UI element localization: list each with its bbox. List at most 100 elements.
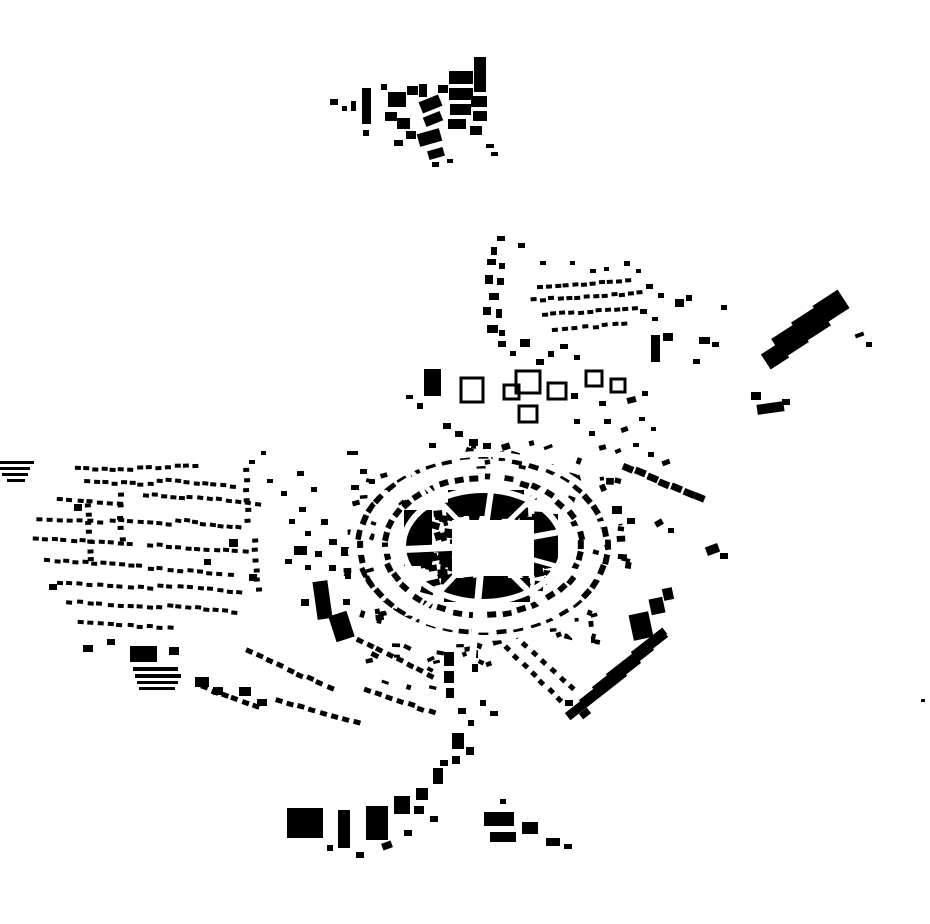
building bbox=[193, 481, 200, 486]
building bbox=[359, 514, 370, 526]
building bbox=[539, 658, 548, 666]
building bbox=[305, 565, 311, 570]
building bbox=[455, 431, 463, 437]
building bbox=[359, 610, 366, 619]
building bbox=[546, 838, 560, 846]
building bbox=[249, 574, 257, 581]
building bbox=[572, 282, 579, 287]
building bbox=[577, 540, 584, 550]
building bbox=[452, 733, 464, 749]
building bbox=[177, 568, 184, 574]
building bbox=[117, 467, 124, 472]
building bbox=[574, 419, 580, 424]
building bbox=[510, 351, 516, 356]
building bbox=[285, 559, 292, 564]
building bbox=[63, 558, 70, 563]
building bbox=[177, 584, 184, 589]
building bbox=[297, 471, 304, 476]
building bbox=[204, 559, 211, 565]
building bbox=[686, 295, 692, 301]
building bbox=[327, 845, 333, 851]
building bbox=[385, 651, 395, 659]
building bbox=[682, 487, 696, 499]
building bbox=[558, 675, 567, 684]
building bbox=[137, 465, 144, 470]
building bbox=[87, 556, 94, 562]
building bbox=[447, 159, 453, 163]
building bbox=[230, 694, 239, 702]
building bbox=[379, 472, 388, 479]
building bbox=[485, 275, 493, 284]
building bbox=[611, 292, 618, 297]
building bbox=[214, 547, 221, 553]
building bbox=[440, 552, 453, 559]
building bbox=[490, 711, 498, 716]
building bbox=[636, 290, 643, 295]
building bbox=[355, 636, 365, 645]
building bbox=[414, 806, 424, 814]
building bbox=[403, 643, 412, 651]
building bbox=[117, 541, 125, 546]
building bbox=[83, 645, 93, 652]
building bbox=[107, 621, 114, 627]
building bbox=[562, 283, 569, 288]
building bbox=[130, 646, 157, 662]
building bbox=[137, 584, 145, 589]
building bbox=[545, 284, 553, 289]
building bbox=[626, 396, 637, 404]
building bbox=[87, 620, 94, 625]
building bbox=[422, 110, 444, 128]
building bbox=[518, 243, 525, 248]
building bbox=[640, 309, 647, 314]
building bbox=[220, 691, 230, 699]
building bbox=[381, 84, 387, 90]
building bbox=[590, 612, 598, 618]
central-plaza bbox=[452, 520, 534, 576]
ring-street bbox=[373, 468, 593, 624]
building bbox=[244, 518, 251, 523]
building bbox=[574, 295, 581, 301]
building bbox=[592, 549, 600, 556]
building bbox=[167, 625, 174, 630]
building bbox=[161, 494, 168, 499]
building bbox=[536, 359, 544, 365]
building bbox=[633, 466, 647, 478]
building bbox=[520, 641, 529, 649]
building bbox=[330, 99, 338, 105]
building bbox=[72, 560, 79, 565]
building bbox=[450, 104, 471, 115]
building bbox=[156, 520, 163, 526]
building bbox=[117, 525, 124, 531]
building bbox=[377, 610, 388, 618]
building bbox=[0, 467, 30, 470]
building bbox=[433, 509, 443, 518]
building bbox=[236, 590, 243, 595]
building bbox=[97, 520, 104, 525]
building bbox=[566, 295, 573, 301]
building bbox=[71, 538, 78, 544]
building bbox=[356, 852, 364, 858]
building bbox=[76, 581, 83, 586]
building bbox=[606, 279, 613, 284]
building bbox=[394, 140, 403, 146]
building bbox=[648, 596, 666, 616]
building bbox=[77, 619, 84, 625]
building bbox=[185, 546, 192, 551]
building bbox=[661, 587, 675, 601]
building bbox=[631, 306, 639, 311]
building bbox=[252, 538, 259, 543]
building bbox=[82, 559, 89, 564]
building bbox=[365, 657, 374, 664]
building bbox=[472, 664, 478, 672]
building bbox=[416, 705, 425, 713]
building bbox=[107, 583, 114, 589]
building bbox=[251, 702, 261, 710]
building bbox=[206, 496, 214, 502]
building bbox=[368, 532, 376, 541]
building bbox=[424, 369, 441, 396]
building bbox=[546, 381, 568, 401]
building bbox=[242, 549, 249, 554]
building bbox=[594, 639, 601, 645]
building bbox=[86, 582, 93, 588]
